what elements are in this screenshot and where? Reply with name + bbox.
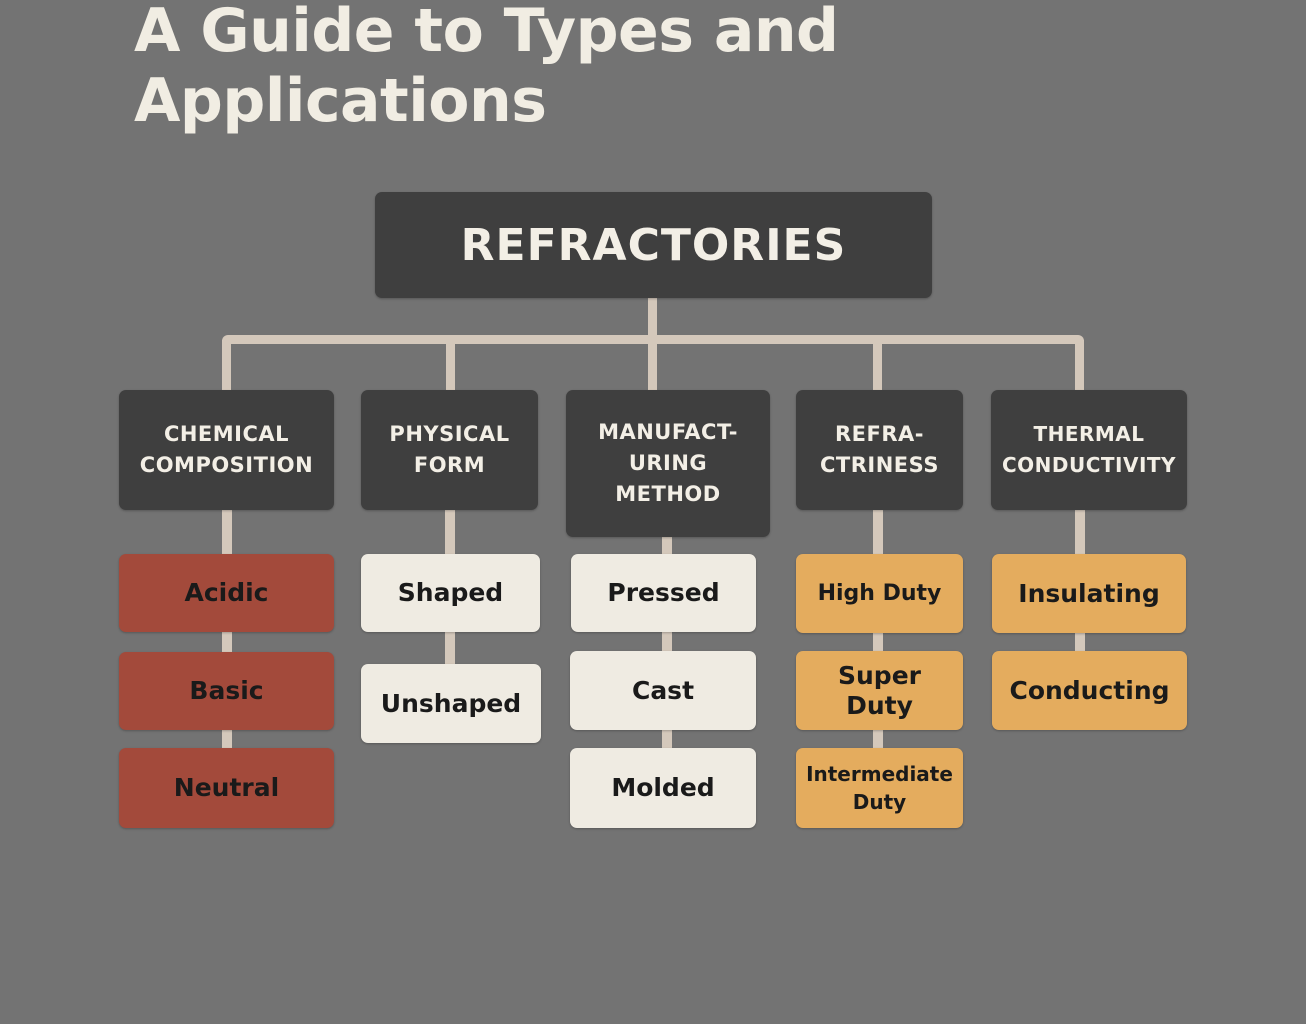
leaf-high-duty: High Duty	[796, 554, 963, 633]
connector-drop-chemical	[222, 340, 231, 392]
connector-drop-refractoriness	[873, 340, 882, 392]
category-manufacturing-method: MANUFACT- URING METHOD	[566, 390, 770, 537]
leaf-basic: Basic	[119, 652, 334, 730]
category-thermal-conductivity: THERMAL CONDUCTIVITY	[991, 390, 1187, 510]
connector-manufacturing-stem	[662, 535, 672, 753]
leaf-conducting: Conducting	[992, 651, 1187, 730]
connector-drop-manufacturing	[648, 340, 657, 392]
leaf-unshaped: Unshaped	[361, 664, 541, 743]
connector-root-stem	[648, 296, 657, 344]
category-chemical-composition: CHEMICAL COMPOSITION	[119, 390, 334, 510]
leaf-super-duty: Super Duty	[796, 651, 963, 730]
leaf-acidic: Acidic	[119, 554, 334, 632]
leaf-intermediate-duty: Intermediate Duty	[796, 748, 963, 828]
category-refractoriness: REFRA- CTRINESS	[796, 390, 963, 510]
category-physical-form: PHYSICAL FORM	[361, 390, 538, 510]
leaf-pressed: Pressed	[571, 554, 756, 632]
connector-drop-thermal	[1075, 340, 1084, 392]
leaf-shaped: Shaped	[361, 554, 540, 632]
connector-drop-physical	[446, 340, 455, 392]
diagram-title: A Guide to Types and Applications	[134, 0, 839, 136]
root-node-refractories: REFRACTORIES	[375, 192, 932, 298]
leaf-molded: Molded	[570, 748, 756, 828]
leaf-cast: Cast	[570, 651, 756, 730]
leaf-neutral: Neutral	[119, 748, 334, 828]
leaf-insulating: Insulating	[992, 554, 1186, 633]
connector-bus	[222, 335, 1084, 344]
